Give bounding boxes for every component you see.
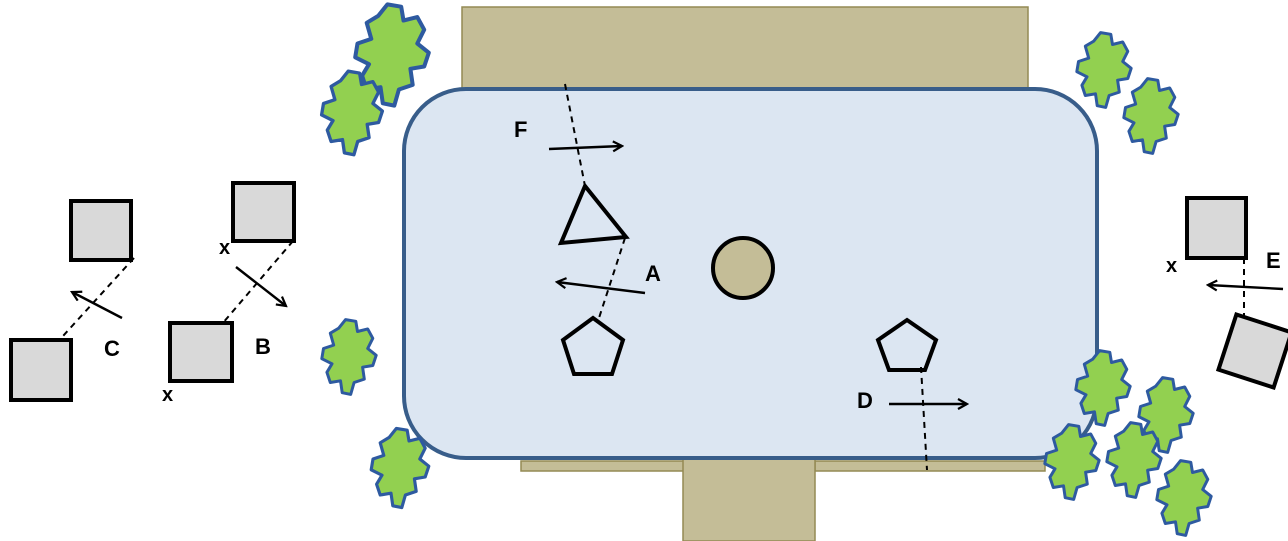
label-d: D	[857, 388, 873, 413]
arrow-a	[557, 282, 646, 295]
tree-icon	[1155, 459, 1213, 537]
label-e: E	[1266, 248, 1281, 273]
tree-icon	[319, 69, 385, 157]
dashed-line-c	[62, 257, 135, 337]
label-f: F	[514, 117, 527, 142]
arrow-b	[235, 266, 286, 306]
arrow-f	[548, 146, 622, 149]
circle-marker	[711, 236, 775, 300]
tree-icon	[1075, 31, 1133, 109]
triangle-marker	[557, 182, 630, 246]
deck-bottom-left-strip	[520, 460, 690, 472]
square-marker	[168, 321, 234, 383]
square-marker	[9, 338, 73, 402]
label-x-e: x	[1166, 255, 1177, 277]
tree-icon	[320, 318, 378, 396]
deck-bottom-center	[682, 458, 816, 541]
square-marker	[1185, 196, 1248, 260]
arrow-e	[1208, 285, 1284, 289]
label-x-b-bottom: x	[162, 384, 173, 406]
arrow-c	[72, 292, 123, 320]
tree-icon	[1105, 421, 1163, 499]
tree-icon	[369, 426, 431, 510]
dashed-line-b	[221, 240, 294, 325]
square-marker	[69, 199, 133, 262]
square-marker-rotated	[1215, 311, 1288, 391]
dashed-line-a	[598, 237, 626, 319]
label-a: A	[645, 261, 661, 286]
pentagon-marker	[560, 315, 626, 376]
pentagon-marker	[875, 317, 939, 372]
square-marker	[231, 181, 296, 243]
tree-icon	[1122, 77, 1180, 155]
deck-bottom-right-strip	[814, 460, 1046, 472]
label-c: C	[104, 336, 120, 361]
label-x-b-top: x	[219, 237, 230, 259]
label-b: B	[255, 334, 271, 359]
